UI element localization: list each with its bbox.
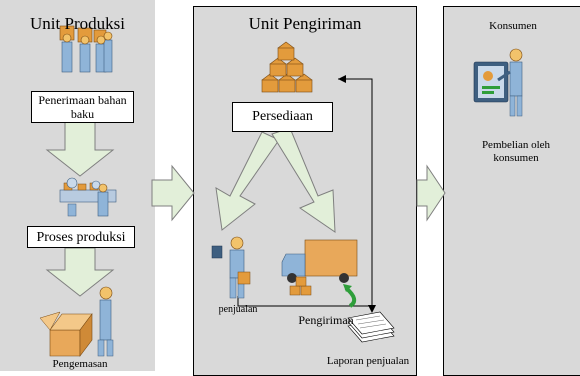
production-line-icon — [59, 177, 117, 217]
consumer-presentation-icon — [473, 48, 523, 117]
flow-arrow-produksi-to-pengiriman — [151, 164, 195, 222]
production-process-box: Proses produksi — [27, 226, 135, 248]
flow-arrow-inventory-to-shipping — [271, 127, 336, 233]
panel-unit-produksi — [0, 0, 155, 371]
flow-arrow-pengiriman-to-konsumen — [416, 164, 446, 222]
inventory-boxes-icon — [261, 41, 313, 93]
inventory-box: Persediaan — [232, 102, 333, 132]
flow-arrow-process-to-packaging — [45, 247, 115, 297]
report-feedback-arrowhead — [338, 75, 346, 83]
panel-title-unit-pengiriman: Unit Pengiriman — [248, 14, 362, 33]
sales-to-report-line — [237, 296, 372, 307]
panel-title-konsumen: Konsumen — [489, 20, 537, 32]
production-process-label: Proses produksi — [36, 230, 126, 245]
shipping-label: Pengiriman — [298, 313, 354, 327]
sales-to-report-arrowhead — [368, 305, 376, 313]
report-feedback-line — [338, 78, 373, 306]
packaging-icon — [39, 286, 114, 357]
salesperson-icon — [211, 236, 251, 299]
flow-arrow-inventory-to-sales — [215, 131, 280, 231]
sales-report-label: Laporan penjualan — [326, 355, 410, 367]
delivery-truck-icon — [281, 239, 358, 308]
consumer-purchase-label: Pembelian oleh konsumen — [481, 139, 551, 164]
packaging-label: Pengemasan — [52, 358, 108, 370]
workers-receiving-icon — [59, 25, 113, 73]
inventory-label: Persediaan — [252, 109, 313, 124]
panel-title-unit-produksi: Unit Produksi — [30, 14, 125, 33]
sales-label: penjualan — [218, 304, 258, 315]
flow-arrow-receive-to-process — [45, 121, 115, 177]
receive-materials-box: Penerimaan bahan baku — [31, 91, 134, 123]
report-papers-icon — [347, 311, 395, 343]
receive-materials-label: Penerimaan bahan baku — [38, 93, 127, 122]
